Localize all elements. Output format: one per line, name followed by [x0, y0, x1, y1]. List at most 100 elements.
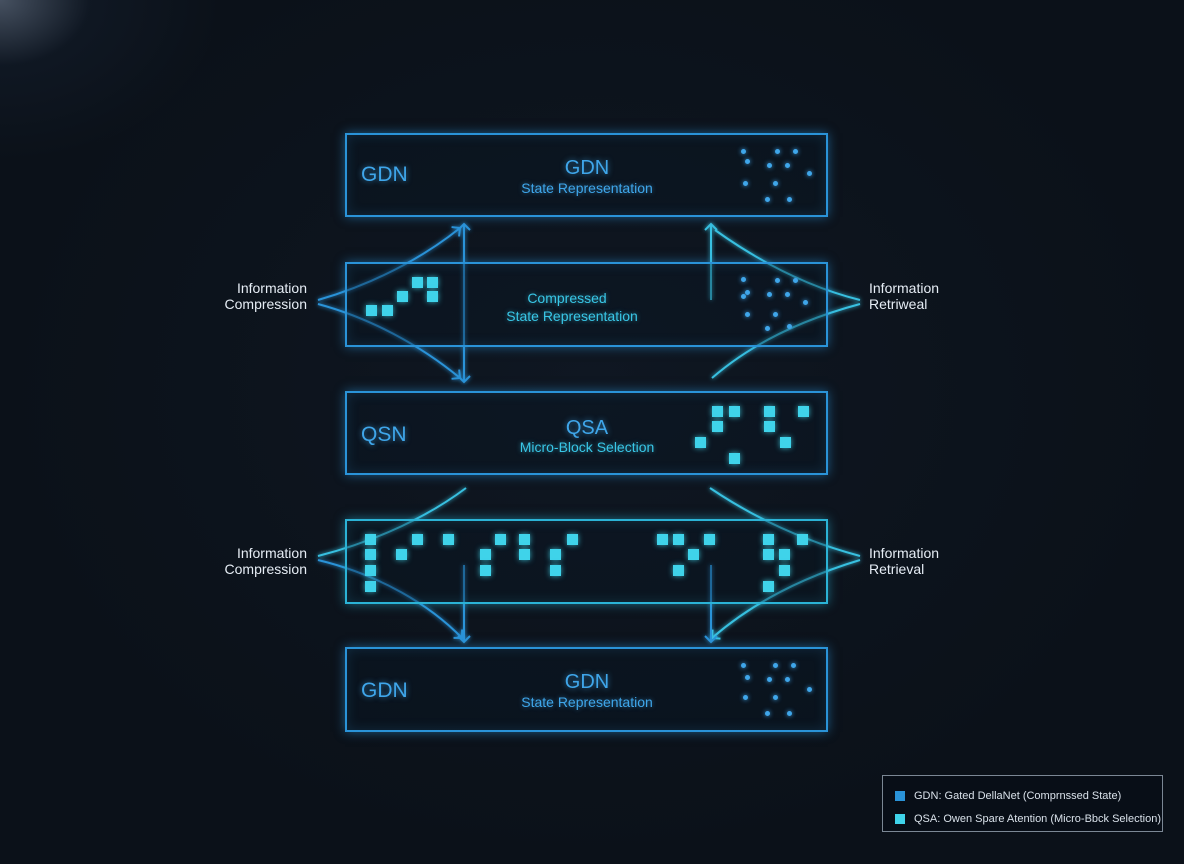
block-square — [427, 291, 438, 302]
side-label-line2: Retrieval — [869, 561, 925, 577]
state-dot — [745, 290, 750, 295]
compressed-line2: State Representation — [506, 308, 638, 324]
side-label-line1: Information — [869, 545, 940, 561]
block-square — [397, 291, 408, 302]
upper-right-side-label: Information Retriweal — [869, 280, 989, 312]
block-square — [443, 534, 454, 545]
state-dot — [775, 278, 780, 283]
state-dot — [787, 197, 792, 202]
state-dot — [773, 695, 778, 700]
block-square — [763, 534, 774, 545]
qsa-panel: QSN QSA Micro-Block Selection — [345, 391, 828, 475]
gdn-top-panel: GDN GDN State Representation — [345, 133, 828, 217]
state-dot — [741, 277, 746, 282]
block-square — [427, 277, 438, 288]
state-dot — [773, 312, 778, 317]
block-square — [779, 549, 790, 560]
block-square — [382, 305, 393, 316]
upper-right-curve-top — [714, 229, 861, 301]
block-square — [519, 549, 530, 560]
legend-swatch-gdn — [895, 790, 905, 801]
upper-right-curve-bottom — [711, 303, 861, 379]
state-dot — [745, 159, 750, 164]
state-dot — [741, 294, 746, 299]
block-square — [495, 534, 506, 545]
state-dot — [773, 663, 778, 668]
state-dot — [787, 711, 792, 716]
gdn-bottom-subtitle: State Representation — [521, 694, 653, 710]
gdn-top-left-label: GDN — [361, 163, 408, 186]
state-dot — [793, 278, 798, 283]
block-square — [764, 406, 775, 417]
side-label-line1: Information — [236, 545, 307, 561]
block-square — [412, 277, 423, 288]
block-square — [763, 581, 774, 592]
side-label-line2: Compression — [224, 561, 307, 577]
block-square — [550, 549, 561, 560]
block-square — [673, 565, 684, 576]
micro-block-panel — [345, 519, 828, 604]
upper-left-side-label: Information Compression — [187, 280, 307, 312]
state-dot — [743, 181, 748, 186]
block-square — [797, 534, 808, 545]
gdn-top-subtitle: State Representation — [521, 180, 653, 196]
qsa-title: QSA — [565, 417, 609, 439]
block-square — [695, 437, 706, 448]
state-dot — [785, 163, 790, 168]
lower-right-curve-down — [710, 559, 861, 640]
block-square — [365, 581, 376, 592]
state-dot — [793, 149, 798, 154]
gdn-bottom-title: GDN — [564, 671, 610, 693]
legend: GDN: Gated DellaNet (Comprnssed State) Q… — [882, 775, 1163, 832]
state-dot — [745, 312, 750, 317]
legend-text-gdn: GDN: Gated DellaNet (Comprnssed State) — [914, 789, 1122, 802]
state-dot — [803, 300, 808, 305]
block-square — [519, 534, 530, 545]
block-square — [798, 406, 809, 417]
block-square — [365, 534, 376, 545]
state-dot — [767, 163, 772, 168]
block-square — [763, 549, 774, 560]
state-dot — [785, 292, 790, 297]
block-square — [779, 565, 790, 576]
side-label-line2: Compression — [224, 296, 307, 312]
upper-left-curve-up — [317, 226, 462, 301]
block-square — [764, 421, 775, 432]
side-label-line1: Information — [869, 280, 940, 296]
state-dot — [787, 324, 792, 329]
block-square — [396, 549, 407, 560]
upper-left-curve-down — [317, 303, 462, 380]
state-dot — [807, 687, 812, 692]
block-square — [657, 534, 668, 545]
side-label-line2: Retriweal — [869, 296, 928, 312]
legend-item-qsa: QSA: Owen Spare Atention (Micro-Bbck Sel… — [895, 809, 1162, 828]
lower-right-curve-up — [709, 487, 861, 557]
gdn-top-title: GDN — [564, 157, 610, 179]
legend-item-gdn: GDN: Gated DellaNet (Comprnssed State) — [895, 786, 1162, 805]
lower-left-curve-up — [317, 487, 467, 557]
state-dot — [791, 663, 796, 668]
block-square — [480, 549, 491, 560]
block-square — [704, 534, 715, 545]
state-dot — [785, 677, 790, 682]
side-label-line1: Information — [236, 280, 307, 296]
state-dot — [807, 171, 812, 176]
block-square — [365, 549, 376, 560]
state-dot — [741, 663, 746, 668]
block-square — [673, 534, 684, 545]
state-dot — [775, 149, 780, 154]
block-square — [567, 534, 578, 545]
block-square — [729, 453, 740, 464]
state-dot — [765, 326, 770, 331]
state-dot — [741, 149, 746, 154]
state-dot — [767, 292, 772, 297]
lower-left-side-label: Information Compression — [187, 545, 307, 577]
legend-text-qsa: QSA: Owen Spare Atention (Micro-Bbck Sel… — [914, 812, 1161, 825]
qsa-left-label: QSN — [361, 423, 407, 446]
lower-right-side-label: Information Retrieval — [869, 545, 989, 577]
block-square — [550, 565, 561, 576]
compressed-state-panel: Compressed State Representation — [345, 262, 828, 347]
state-dot — [773, 181, 778, 186]
block-square — [480, 565, 491, 576]
